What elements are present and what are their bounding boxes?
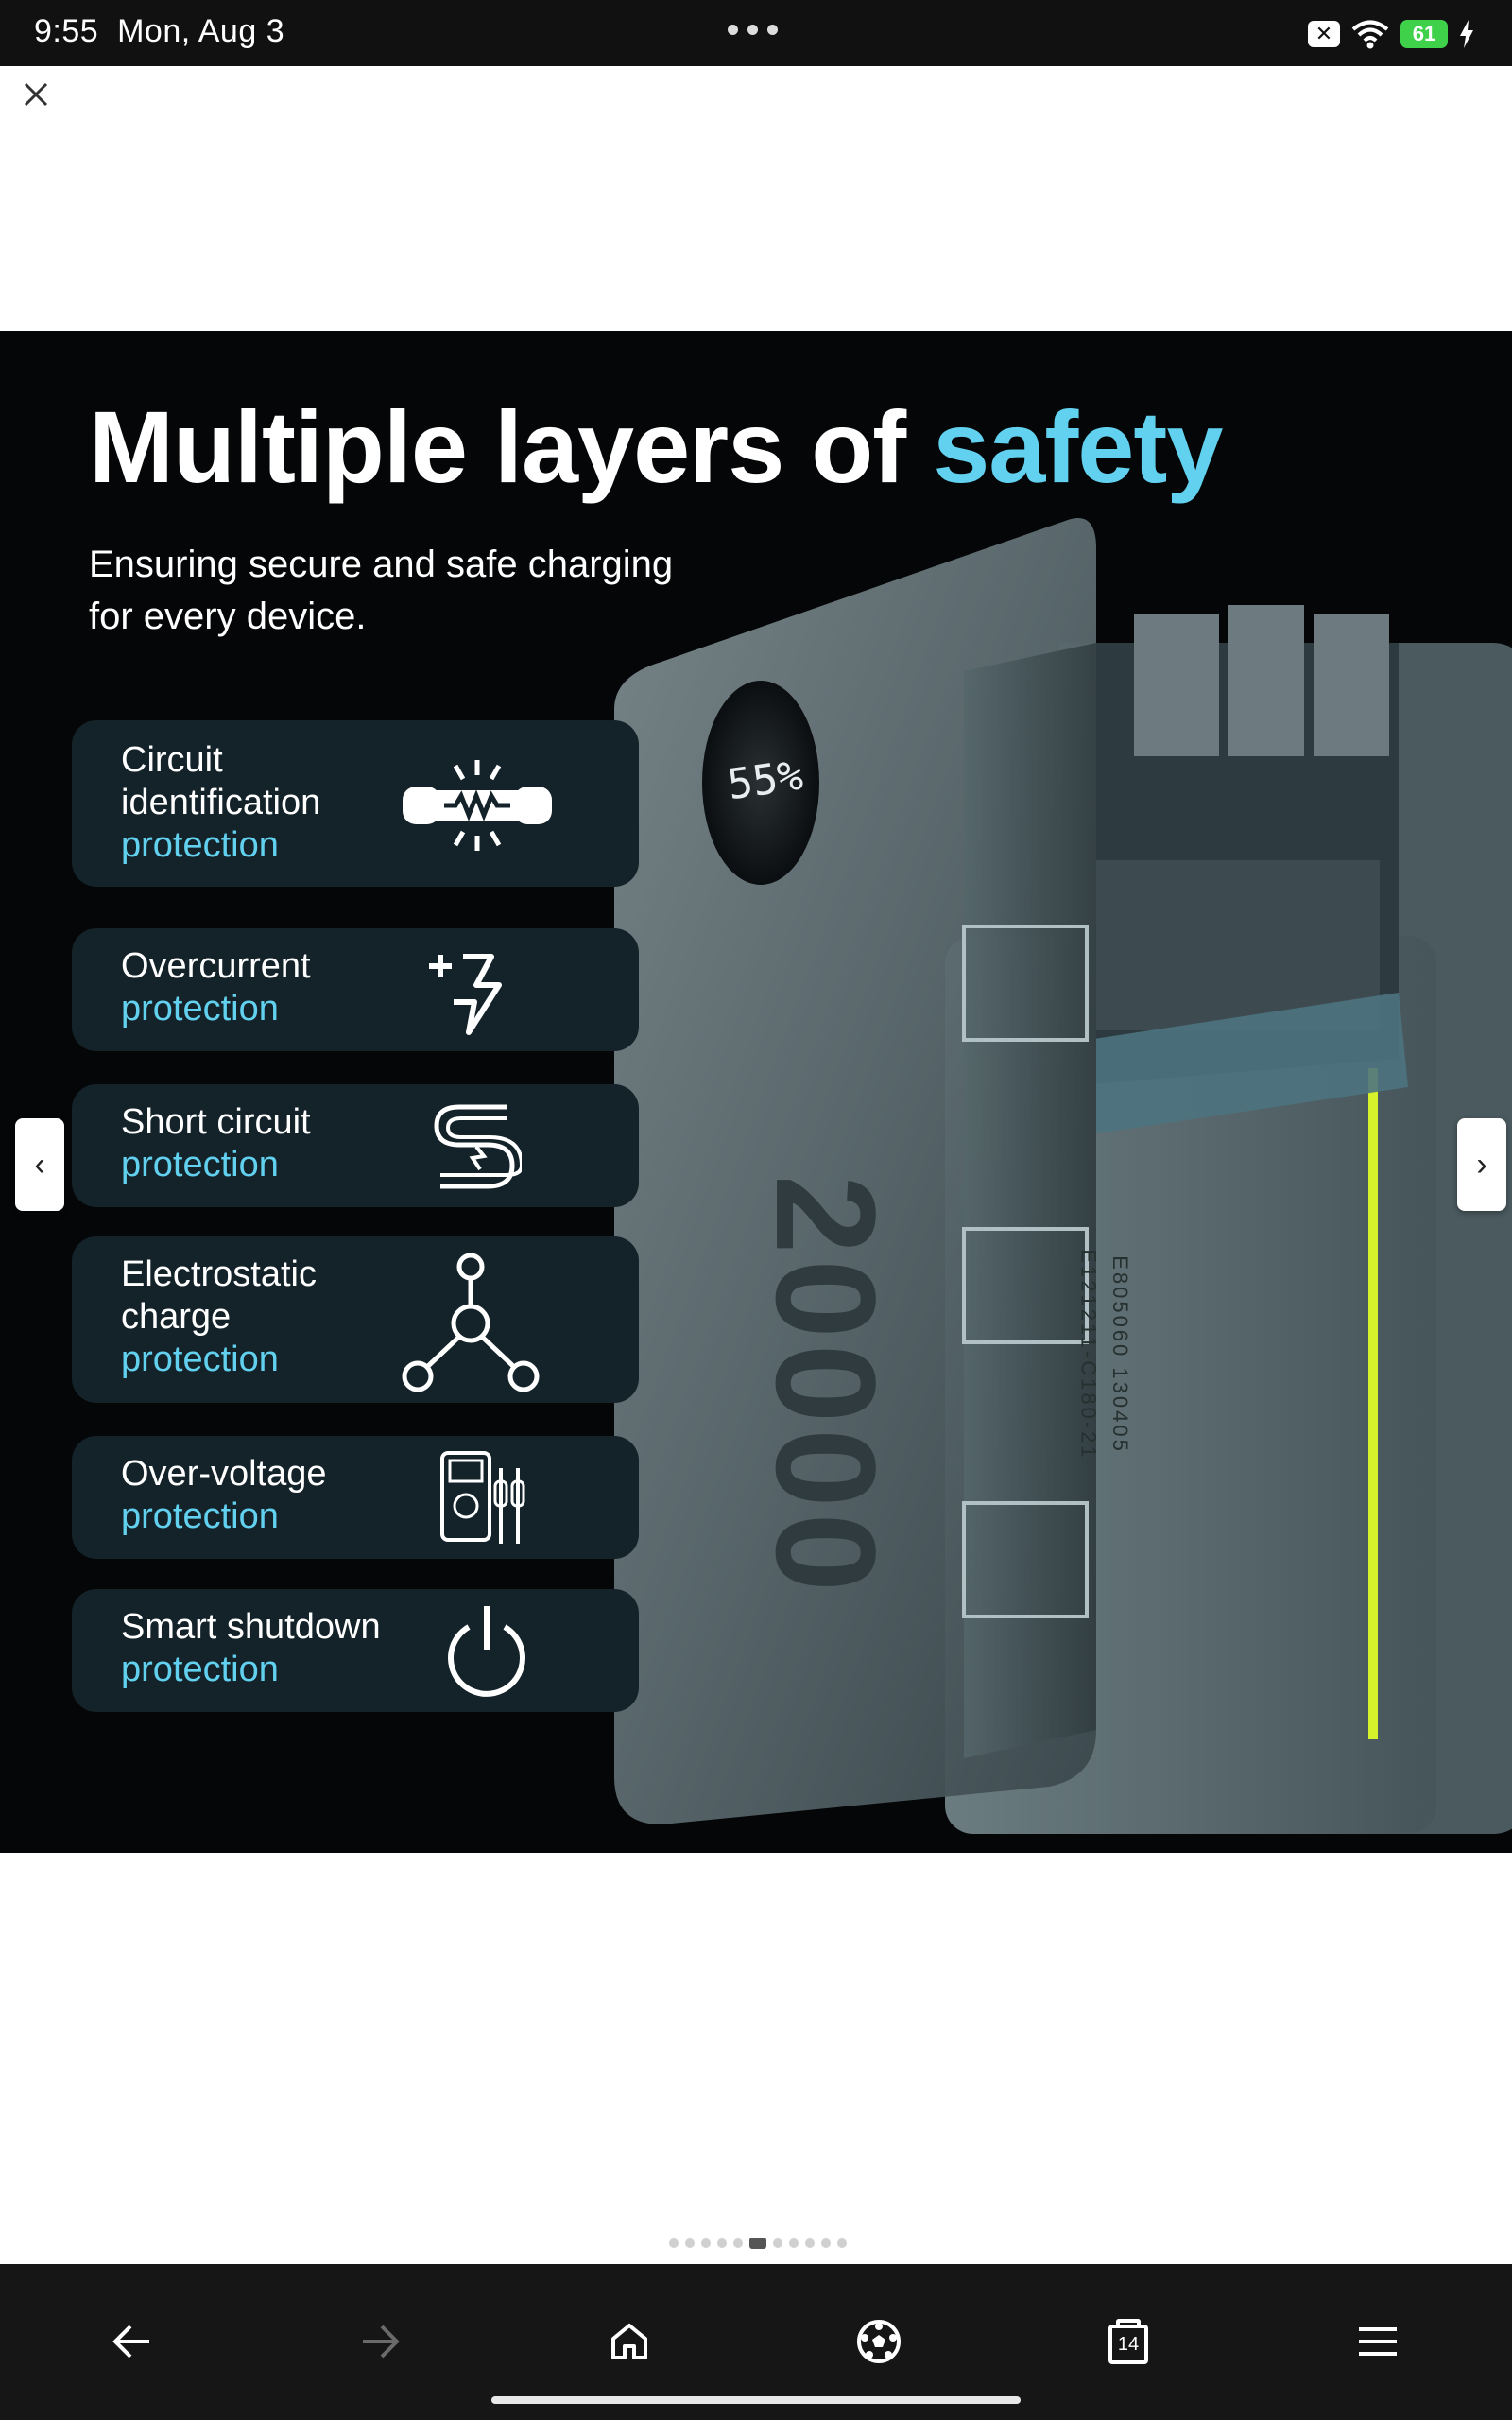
battery-indicator: 61 <box>1400 20 1448 48</box>
chevron-left-icon: ‹ <box>34 1146 45 1183</box>
back-button[interactable] <box>94 2304 170 2379</box>
feature-text: Electrostatic charge protection <box>121 1253 461 1381</box>
status-bar: 9:55 Mon, Aug 3 ✕ 61 <box>0 0 1512 66</box>
menu-icon <box>1359 2327 1397 2356</box>
home-button[interactable] <box>592 2304 667 2379</box>
feature-line-1: Short circuit <box>121 1102 311 1142</box>
feature-text: Short circuit protection <box>121 1101 461 1186</box>
product-image[interactable]: 55% 20000 E805060 130405 E121211-C180-21… <box>0 331 1512 1853</box>
headline-main: Multiple layers of <box>89 389 934 504</box>
wifi-icon <box>1351 20 1389 49</box>
multimeter-icon <box>440 1451 525 1544</box>
feature-text: Circuit identification protection <box>121 739 461 867</box>
back-icon <box>112 2325 149 2359</box>
tabs-count: 14 <box>1117 2333 1140 2355</box>
electrostatic-icon <box>402 1253 540 1392</box>
pager-dot[interactable] <box>701 2238 711 2248</box>
home-icon <box>611 2324 647 2360</box>
menu-button[interactable] <box>1340 2304 1416 2379</box>
pager-dot[interactable] <box>773 2238 782 2248</box>
home-indicator[interactable] <box>491 2396 1021 2404</box>
pager-dot[interactable] <box>669 2238 679 2248</box>
feature-line-1: Electrostatic <box>121 1254 317 1294</box>
forward-icon <box>363 2325 400 2359</box>
feature-line-1: Smart shutdown <box>121 1607 381 1647</box>
feature-circuit-identification: Circuit identification protection <box>72 720 639 887</box>
feature-protection: protection <box>121 1496 279 1536</box>
feature-smart-shutdown: Smart shutdown protection <box>72 1589 639 1712</box>
bottom-navigation: 14 <box>0 2264 1512 2420</box>
feature-overcurrent: Overcurrent protection <box>72 928 639 1051</box>
feature-short-circuit: Short circuit protection <box>72 1084 639 1207</box>
tabs-icon: 14 <box>1108 2319 1148 2364</box>
notification-x-icon: ✕ <box>1308 21 1340 47</box>
subhead-line-1: Ensuring secure and safe charging <box>89 544 674 585</box>
pager-dot[interactable] <box>717 2238 727 2248</box>
overcurrent-icon <box>429 954 502 1035</box>
status-time: 9:55 Mon, Aug 3 <box>34 13 284 50</box>
fuse-icon <box>403 760 552 851</box>
feature-protection: protection <box>121 989 279 1028</box>
subheadline: Ensuring secure and safe charging for ev… <box>89 539 769 643</box>
forward-button[interactable] <box>342 2304 418 2379</box>
cell-label-2: E121211-C180-21 <box>1076 1249 1101 1461</box>
clock-time: 9:55 <box>34 13 99 49</box>
feature-protection: protection <box>121 825 279 865</box>
pager-dot[interactable] <box>733 2238 743 2248</box>
pager-dot[interactable] <box>789 2238 799 2248</box>
pager-dot[interactable] <box>821 2238 831 2248</box>
feature-line-1: Over-voltage <box>121 1454 327 1494</box>
pager-dot[interactable] <box>805 2238 815 2248</box>
feature-over-voltage: Over-voltage protection <box>72 1436 639 1559</box>
capacity-label: 20000 <box>747 1174 906 1599</box>
charging-bolt-icon <box>1460 20 1473 48</box>
pager-dot[interactable] <box>837 2238 847 2248</box>
cell-label-1: E805060 130405 <box>1108 1255 1132 1454</box>
feature-line-1: Overcurrent <box>121 946 311 986</box>
chevron-right-icon: › <box>1476 1146 1487 1183</box>
headline: Multiple layers of safety <box>89 388 1223 506</box>
feature-protection: protection <box>121 1340 279 1379</box>
subhead-line-2: for every device. <box>89 596 367 637</box>
power-icon <box>448 1606 525 1697</box>
feature-text: Over-voltage protection <box>121 1453 461 1538</box>
feature-text: Overcurrent protection <box>121 945 461 1030</box>
power-bank-illustration <box>614 518 1512 1834</box>
close-icon <box>24 82 48 107</box>
soccer-ball-icon <box>857 2320 901 2363</box>
pager-dot[interactable] <box>749 2238 766 2249</box>
carousel-pager[interactable] <box>669 2237 847 2250</box>
short-circuit-icon <box>434 1104 522 1189</box>
pager-dot[interactable] <box>685 2238 695 2248</box>
feature-line-1: Circuit <box>121 740 223 780</box>
feature-electrostatic: Electrostatic charge protection <box>72 1236 639 1403</box>
clock-date: Mon, Aug 3 <box>117 13 285 49</box>
feature-line-2: identification <box>121 783 321 822</box>
feature-text: Smart shutdown protection <box>121 1606 461 1691</box>
sports-button[interactable] <box>841 2304 917 2379</box>
tabs-button[interactable]: 14 <box>1091 2304 1166 2379</box>
feature-line-2: charge <box>121 1297 232 1337</box>
status-icons: ✕ 61 <box>1308 15 1474 53</box>
feature-protection: protection <box>121 1145 279 1184</box>
close-button[interactable] <box>17 76 55 113</box>
battery-level: 61 <box>1412 22 1436 45</box>
feature-protection: protection <box>121 1650 279 1689</box>
more-dots-icon[interactable] <box>728 25 784 40</box>
headline-accent: safety <box>933 389 1223 504</box>
carousel-prev-button[interactable]: ‹ <box>15 1118 64 1211</box>
carousel-next-button[interactable]: › <box>1457 1118 1506 1211</box>
